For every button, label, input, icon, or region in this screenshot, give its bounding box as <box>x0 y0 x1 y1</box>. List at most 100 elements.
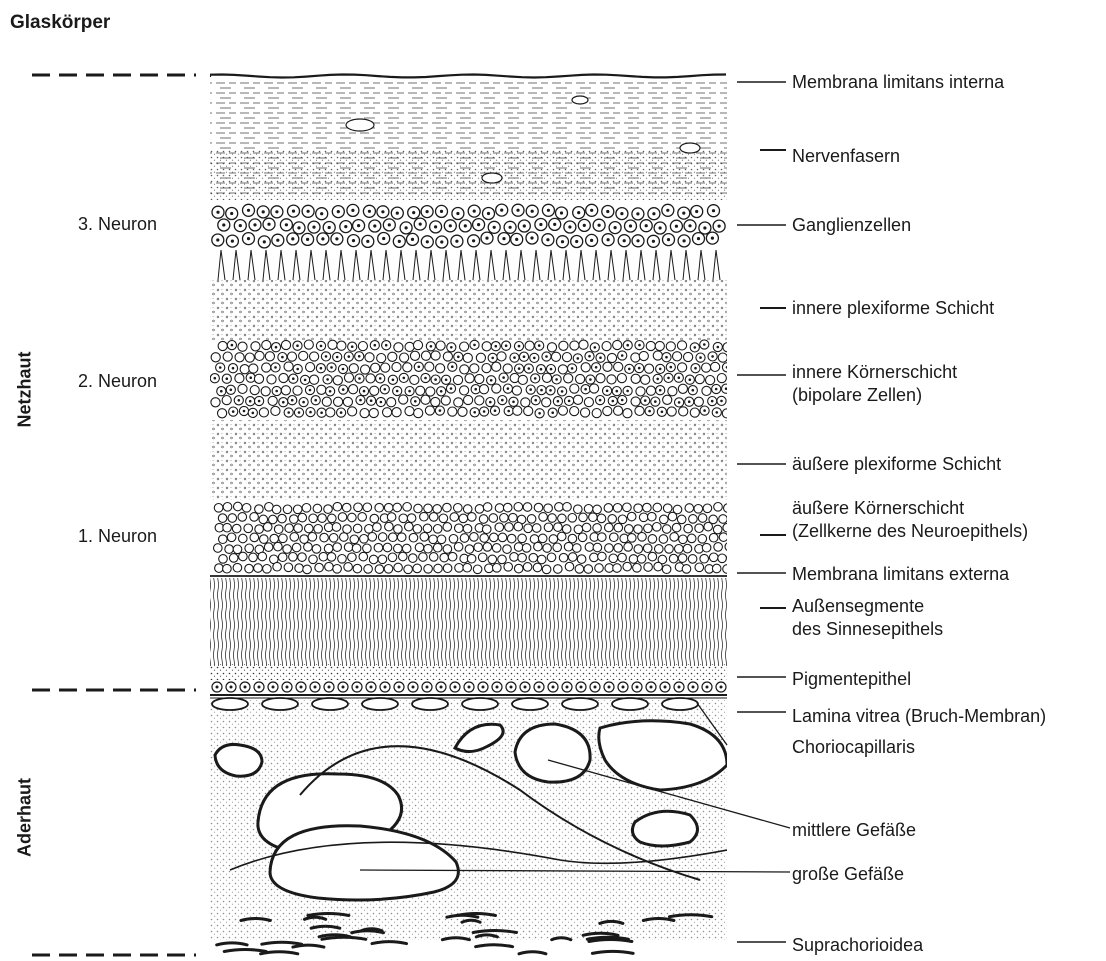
bipolar-cell <box>463 353 472 362</box>
neuroepithel-nucleus <box>685 504 694 513</box>
bipolar-cell <box>454 398 463 407</box>
bipolar-nucleus <box>359 399 362 402</box>
bipolar-nucleus <box>424 377 427 380</box>
bipolar-cell <box>268 396 277 405</box>
ganglion-nucleus <box>230 212 233 215</box>
neuroepithel-nucleus <box>300 535 309 544</box>
neuroepithel-nucleus <box>318 514 327 523</box>
bipolar-nucleus <box>329 390 332 393</box>
label-mittlere-gefaesse: mittlere Gefäße <box>792 819 916 842</box>
ganglion-nucleus <box>509 226 512 229</box>
bipolar-nucleus <box>638 367 641 370</box>
layer-innere-plexiforme <box>210 280 727 340</box>
neuroepithel-nucleus <box>227 533 236 542</box>
bipolar-cell <box>326 408 335 417</box>
ganglion-nucleus <box>312 226 315 229</box>
label-suprachorioidea-line-1: Suprachorioidea <box>792 934 923 957</box>
ganglion-nucleus <box>320 212 323 215</box>
pigment-nucleus <box>440 686 443 689</box>
bipolar-cell <box>405 407 414 416</box>
neuroepithel-nucleus <box>527 515 536 524</box>
neuroepithel-nucleus <box>332 523 341 532</box>
ganglion-dendrite <box>623 250 630 280</box>
ganglion-dendrite <box>488 250 495 280</box>
choriocapillaris-vessel <box>462 698 498 710</box>
ganglion-nucleus <box>607 238 610 241</box>
neuroepithel-nucleus <box>298 553 307 562</box>
bipolar-cell <box>666 342 675 351</box>
pigment-nucleus <box>258 686 261 689</box>
neuroepithel-nucleus <box>327 553 336 562</box>
label-aeussere-plexiforme-schicht: äußere plexiforme Schicht <box>792 453 1001 476</box>
neuroepithel-nucleus <box>505 523 514 532</box>
bipolar-nucleus <box>403 377 406 380</box>
neuroepithel-nucleus <box>614 544 623 553</box>
bipolar-nucleus <box>491 357 494 360</box>
bipolar-cell <box>371 363 380 372</box>
bipolar-nucleus <box>656 378 659 381</box>
neuroepithel-nucleus <box>384 503 393 512</box>
bipolar-cell <box>222 396 231 405</box>
label-aussensegmente: Außensegmentedes Sinnesepithels <box>792 595 943 641</box>
bipolar-cell <box>631 353 640 362</box>
bipolar-nucleus <box>589 378 592 381</box>
neuroepithel-nucleus <box>483 503 492 512</box>
bipolar-nucleus <box>226 377 229 380</box>
bipolar-cell <box>255 351 264 360</box>
neuroepithel-nucleus <box>638 533 647 542</box>
bipolar-nucleus <box>379 377 382 380</box>
bipolar-nucleus <box>528 367 531 370</box>
bipolar-cell <box>448 407 457 416</box>
neuroepithel-nucleus <box>534 503 543 512</box>
neuroepithel-nucleus <box>348 513 357 522</box>
neuroepithel-nucleus <box>543 544 552 553</box>
bipolar-cell <box>592 409 601 418</box>
neuroepithel-nucleus <box>378 533 387 542</box>
neuroepithel-nucleus <box>479 515 488 524</box>
neuroepithel-nucleus <box>229 554 238 563</box>
ganglion-nucleus <box>291 237 294 240</box>
neuroepithel-nucleus <box>225 545 234 554</box>
bipolar-cell <box>410 351 419 360</box>
label-lamina-vitrea-line-1: Lamina vitrea (Bruch-Membran) <box>792 705 1046 728</box>
neuroepithel-nucleus <box>215 564 224 573</box>
bipolar-cell <box>673 352 682 361</box>
neuroepithel-nucleus <box>463 505 472 514</box>
bipolar-nucleus <box>540 389 543 392</box>
neuroepithel-nucleus <box>523 503 532 512</box>
fiber-cell <box>572 96 588 104</box>
neuroepithel-nucleus <box>315 563 324 572</box>
neuroepithel-nucleus <box>403 503 412 512</box>
bipolar-nucleus <box>384 388 387 391</box>
bipolar-cell <box>476 353 485 362</box>
neuroepithel-nucleus <box>500 514 509 523</box>
bipolar-cell <box>695 375 704 384</box>
bipolar-nucleus <box>512 401 515 404</box>
neuroepithel-nucleus <box>577 555 586 564</box>
neuroepithel-nucleus <box>360 535 369 544</box>
neuroepithel-nucleus <box>342 503 351 512</box>
bipolar-cell <box>458 407 467 416</box>
bipolar-cell <box>365 353 374 362</box>
neuroepithel-nucleus <box>559 553 568 562</box>
pigment-nucleus <box>510 686 513 689</box>
ganglion-dendrite <box>668 250 675 280</box>
neuroepithel-nucleus <box>329 534 338 543</box>
bipolar-cell <box>558 365 567 374</box>
neuroepithel-nucleus <box>250 533 259 542</box>
bipolar-nucleus <box>304 379 307 382</box>
neuroepithel-nucleus <box>679 535 688 544</box>
neuroepithel-nucleus <box>325 562 334 571</box>
neuroepithel-nucleus <box>373 523 382 532</box>
bipolar-nucleus <box>385 344 388 347</box>
bipolar-nucleus <box>540 368 543 371</box>
suprachorioidea-streak <box>217 943 247 945</box>
bipolar-nucleus <box>219 366 222 369</box>
label-innere-plexiforme-schicht: innere plexiforme Schicht <box>792 297 994 320</box>
neuroepithel-nucleus <box>239 552 248 561</box>
pigment-nucleus <box>342 686 345 689</box>
bipolar-nucleus <box>688 400 691 403</box>
bipolar-nucleus <box>557 400 560 403</box>
pigment-nucleus <box>636 686 639 689</box>
ganglion-nucleus <box>659 226 662 229</box>
